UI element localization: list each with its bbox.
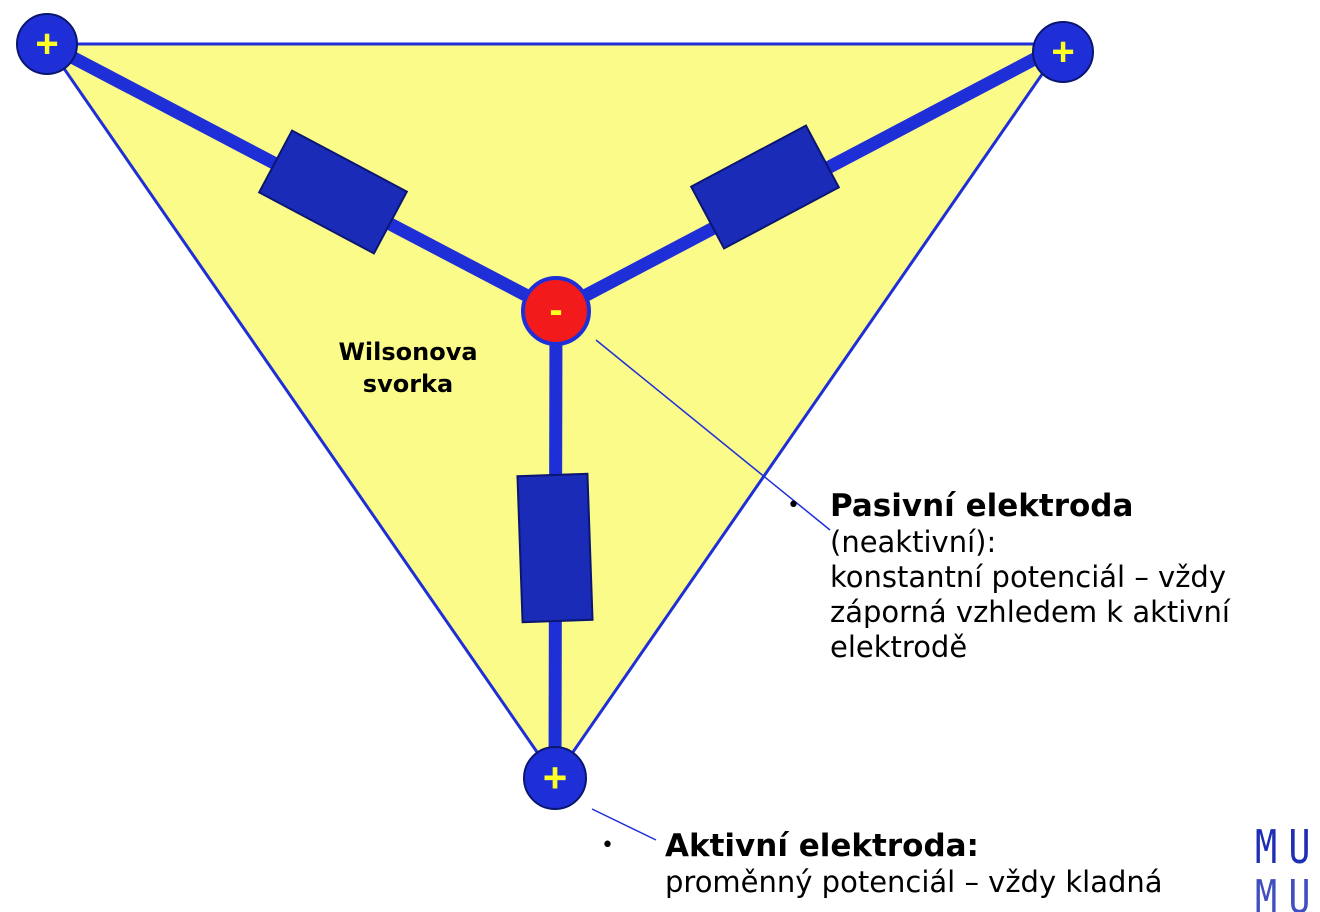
- wilson-central-node: -: [521, 276, 591, 346]
- leader-passive: [595, 339, 831, 531]
- logo-row1: MU: [1255, 820, 1320, 874]
- university-logo: MU MU: [1255, 822, 1320, 912]
- logo-row2: MU: [1255, 870, 1320, 912]
- passive-electrode-callout: • Pasivní elektroda (neaktivní): konstan…: [787, 487, 1230, 665]
- resistor-left: [257, 129, 409, 255]
- bullet-marker: •: [601, 833, 614, 858]
- wilson-terminal-label-line1: Wilsonova: [338, 338, 478, 366]
- passive-electrode-line: (neaktivní):: [830, 525, 997, 559]
- plus-sign-bottom: +: [543, 754, 568, 801]
- active-electrode-callout: • Aktivní elektroda: proměnný potenciál …: [601, 827, 1163, 900]
- resistor-right: [689, 124, 841, 250]
- passive-electrode-title: Pasivní elektroda: [830, 488, 1134, 524]
- wilson-terminal-label: Wilsonova svorka: [338, 336, 478, 400]
- passive-electrode-line: elektrodě: [830, 630, 968, 664]
- passive-electrode-line: konstantní potenciál – vždy: [830, 560, 1227, 594]
- resistor-bottom: [516, 472, 594, 624]
- active-electrode-title: Aktivní elektroda:: [665, 828, 979, 864]
- electrode-top-right: +: [1032, 21, 1094, 83]
- electrode-top-left: +: [16, 13, 78, 75]
- plus-sign-top-left: +: [35, 22, 58, 66]
- minus-sign-center: -: [549, 288, 562, 332]
- wilson-terminal-label-line2: svorka: [362, 370, 454, 398]
- passive-electrode-line: záporná vzhledem k aktivní: [830, 595, 1230, 629]
- active-electrode-line: proměnný potenciál – vždy kladná: [665, 865, 1163, 899]
- electrode-bottom: +: [523, 746, 587, 810]
- leader-active: [591, 808, 657, 841]
- bullet-marker: •: [787, 493, 800, 518]
- plus-sign-top-right: +: [1051, 30, 1074, 74]
